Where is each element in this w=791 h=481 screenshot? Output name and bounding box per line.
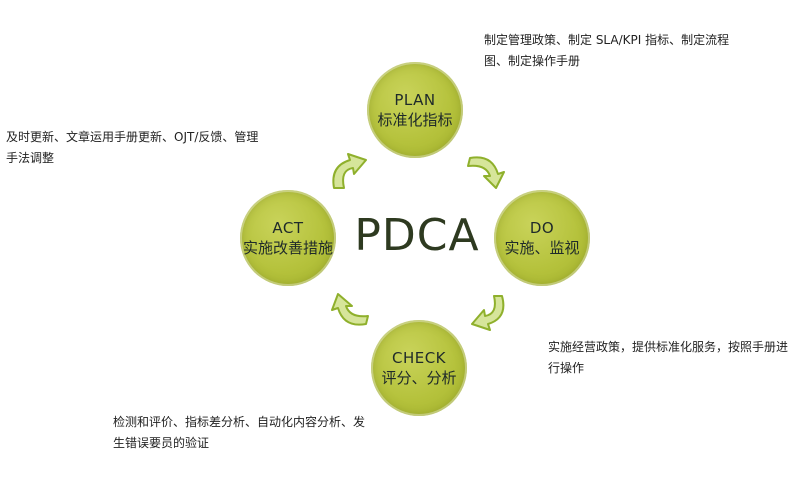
arrow-act-to-plan-icon [332, 153, 367, 189]
plan-circle: PLAN 标准化指标 [367, 62, 463, 158]
arrow-plan-to-do-icon [467, 156, 505, 189]
do-label: DO [529, 218, 555, 237]
act-sublabel: 实施改善措施 [242, 238, 333, 257]
plan-sublabel: 标准化指标 [377, 110, 453, 129]
do-circle: DO 实施、监视 [494, 190, 590, 286]
check-note: 检测和评价、指标差分析、自动化内容分析、发生错误要员的验证 [113, 415, 366, 450]
check-label: CHECK [391, 348, 447, 367]
plan-note: 制定管理政策、制定 SLA/KPI 指标、制定流程图、制定操作手册 [484, 33, 730, 68]
do-sublabel: 实施、监视 [504, 238, 580, 257]
check-circle: CHECK 评分、分析 [371, 320, 467, 416]
cycle-title: PDCA [354, 210, 480, 261]
arrow-check-to-act-icon [331, 293, 369, 326]
act-label: ACT [272, 218, 304, 237]
arrow-do-to-check-icon [471, 295, 505, 331]
do-note: 实施经营政策，提供标准化服务，按照手册进行操作 [548, 340, 789, 375]
act-circle: ACT 实施改善措施 [240, 190, 336, 286]
act-note: 及时更新、文章运用手册更新、OJT/反馈、管理手法调整 [6, 130, 259, 165]
check-sublabel: 评分、分析 [381, 368, 457, 387]
plan-label: PLAN [394, 90, 436, 109]
